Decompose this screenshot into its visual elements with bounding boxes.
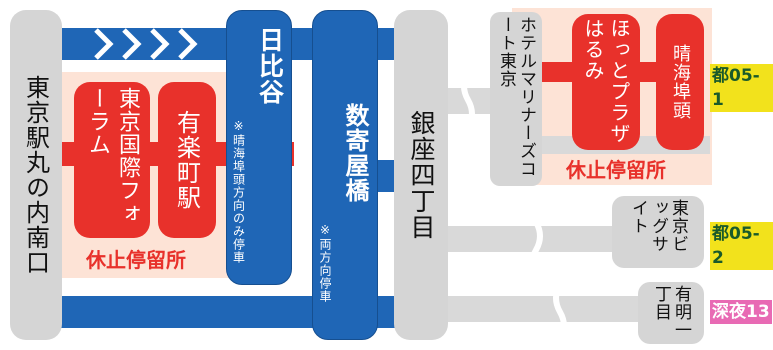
stop-harumi-pier[interactable]: 晴海埠頭: [656, 14, 704, 150]
route-break-top: [461, 70, 475, 130]
route-tag-shinya13: 深夜13: [710, 300, 772, 324]
stop-ariake-1chome-label: 有明一丁目: [651, 285, 691, 339]
stop-big-sight[interactable]: 東京ビッグサイト: [612, 196, 704, 268]
stop-tokyo-forum-label: 東京国際フォーラム: [85, 87, 140, 225]
stop-sukiyabashi[interactable]: 数寄屋橋 ※両方向停車: [312, 10, 378, 340]
route-tag-to05-2: 都05-2: [710, 222, 773, 270]
stop-ginza-4chome[interactable]: 銀座四丁目: [394, 10, 448, 340]
stop-hotel-marinas-label: ホテルマリナーズコート東京: [496, 16, 536, 178]
stop-hibiya-note: ※晴海埠頭方向のみ停車: [231, 119, 246, 264]
suspended-label-right: 休止停留所: [566, 158, 666, 182]
direction-chevrons: [94, 28, 198, 60]
stop-tokyo-marunouchi-south[interactable]: 東京駅丸の内南口: [10, 10, 62, 340]
route-tag-to05-1: 都05-1: [710, 64, 773, 112]
route-line-gray-bigsight: [418, 226, 618, 252]
stop-hotto-plaza[interactable]: ほっとプラザはるみ: [572, 14, 640, 150]
stop-sukiyabashi-note: ※両方向停車: [318, 223, 332, 303]
route-break-mid: [529, 192, 543, 280]
stop-hibiya[interactable]: 日比谷 ※晴海埠頭方向のみ停車: [226, 10, 292, 285]
stop-hibiya-label: 日比谷: [255, 27, 285, 105]
route-line-gray-ariake: [418, 296, 648, 322]
stop-hotto-plaza-label: ほっとプラザはるみ: [581, 18, 631, 144]
stop-big-sight-label: 東京ビッグサイト: [628, 199, 688, 253]
suspended-label-left: 休止停留所: [86, 248, 186, 272]
stop-hotel-marinas[interactable]: ホテルマリナーズコート東京: [490, 12, 542, 186]
stop-yurakucho[interactable]: 有楽町駅: [158, 82, 216, 238]
stop-sukiyabashi-label: 数寄屋橋: [341, 103, 369, 203]
stop-ariake-1chome[interactable]: 有明一丁目: [638, 282, 704, 344]
stop-tokyo-forum[interactable]: 東京国際フォーラム: [74, 82, 150, 238]
route-break-bottom: [553, 282, 567, 342]
